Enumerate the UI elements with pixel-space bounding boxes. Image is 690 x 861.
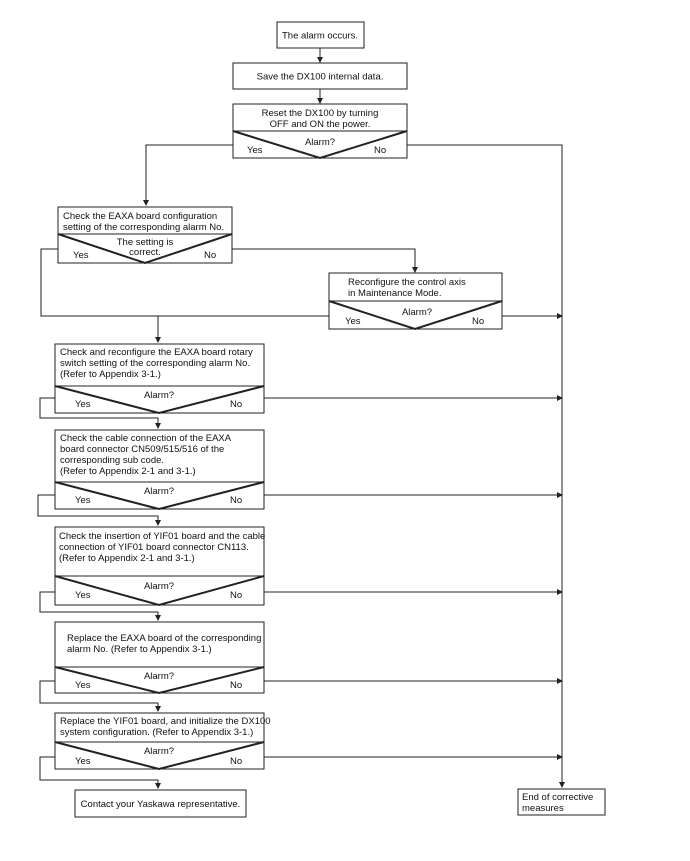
check-config-text-2: setting of the corresponding alarm No. (63, 222, 224, 233)
alarm-question: Alarm? (305, 137, 335, 148)
rotary-text-1: Check and reconfigure the EAXA board rot… (60, 347, 253, 358)
setting-question-2: correct. (129, 247, 161, 258)
no-label: No (230, 680, 242, 691)
cable-text-4: (Refer to Appendix 2-1 and 3-1.) (60, 466, 196, 477)
alarm-question: Alarm? (402, 307, 432, 318)
rotary-text-2: switch setting of the corresponding alar… (60, 358, 250, 369)
rotary-text-3: (Refer to Appendix 3-1.) (60, 369, 161, 380)
end-box: End of corrective measures (517, 788, 606, 816)
replace-yif01-text-2: system configuration. (Refer to Appendix… (60, 727, 253, 738)
yes-connector (39, 397, 161, 429)
replace-eaxa-decision-box: Replace the EAXA board of the correspond… (54, 621, 265, 695)
yes-connector (37, 494, 161, 526)
yes-connector (39, 591, 161, 621)
no-label: No (230, 495, 242, 506)
end-text-2: measures (522, 803, 564, 814)
yes-label: Yes (75, 756, 91, 767)
alarm-question: Alarm? (144, 671, 174, 682)
cable-text-1: Check the cable connection of the EAXA (60, 433, 232, 444)
alarm-question: Alarm? (144, 390, 174, 401)
alarm-question: Alarm? (144, 486, 174, 497)
yes-label: Yes (75, 399, 91, 410)
contact-text: Contact your Yaskawa representative. (81, 799, 241, 810)
reconfigure-decision-box: Reconfigure the control axis in Maintena… (328, 272, 503, 331)
replace-eaxa-text-1: Replace the EAXA board of the correspond… (67, 633, 261, 644)
end-text-1: End of corrective (522, 792, 593, 803)
yes-label: Yes (75, 495, 91, 506)
cable-text-3: corresponding sub code. (60, 455, 164, 466)
no-rail (407, 144, 563, 786)
no-connector (232, 248, 418, 273)
yes-label: Yes (73, 250, 89, 261)
no-label: No (230, 590, 242, 601)
yes-connector (40, 248, 329, 317)
yif01-insert-text-2: connection of YIF01 board connector CN11… (59, 542, 249, 553)
start-box: The alarm occurs. (276, 21, 365, 49)
no-label: No (472, 316, 484, 327)
replace-yif01-text-1: Replace the YIF01 board, and initialize … (60, 716, 271, 727)
save-text: Save the DX100 internal data. (257, 72, 384, 83)
contact-box: Contact your Yaskawa representative. (74, 789, 247, 818)
alarm-question: Alarm? (144, 581, 174, 592)
check-config-text-1: Check the EAXA board configuration (63, 211, 217, 222)
yif01-insert-decision-box: Check the insertion of YIF01 board and t… (54, 526, 265, 607)
no-label: No (204, 250, 216, 261)
no-label: No (230, 399, 242, 410)
yes-label: Yes (75, 680, 91, 691)
yes-label: Yes (247, 145, 263, 156)
check-config-decision-box: Check the EAXA board configuration setti… (57, 206, 233, 265)
reconfigure-text-1: Reconfigure the control axis (348, 277, 466, 288)
save-box: Save the DX100 internal data. (232, 62, 408, 90)
reset-decision-box: Reset the DX100 by turning OFF and ON th… (232, 103, 408, 160)
no-label: No (374, 145, 386, 156)
cable-decision-box: Check the cable connection of the EAXA b… (54, 429, 265, 511)
yes-connector (39, 680, 161, 712)
start-text: The alarm occurs. (282, 31, 358, 42)
yes-label: Yes (345, 316, 361, 327)
rotary-decision-box: Check and reconfigure the EAXA board rot… (54, 343, 265, 415)
cable-text-2: board connector CN509/515/516 of the (60, 444, 224, 455)
reset-text-1: Reset the DX100 by turning (262, 108, 379, 119)
yes-connector (39, 756, 161, 789)
setting-question-1: The setting is (117, 237, 174, 248)
alarm-question: Alarm? (144, 746, 174, 757)
no-label: No (230, 756, 242, 767)
reset-text-2: OFF and ON the power. (270, 119, 371, 130)
yes-label: Yes (75, 590, 91, 601)
yif01-insert-text-3: (Refer to Appendix 2-1 and 3-1.) (59, 553, 195, 564)
replace-eaxa-text-2: alarm No. (Refer to Appendix 3-1.) (67, 644, 212, 655)
reconfigure-text-2: in Maintenance Mode. (348, 288, 441, 299)
yif01-insert-text-1: Check the insertion of YIF01 board and t… (59, 531, 265, 542)
replace-yif01-decision-box: Replace the YIF01 board, and initialize … (54, 712, 271, 771)
yes-connector (143, 144, 233, 206)
